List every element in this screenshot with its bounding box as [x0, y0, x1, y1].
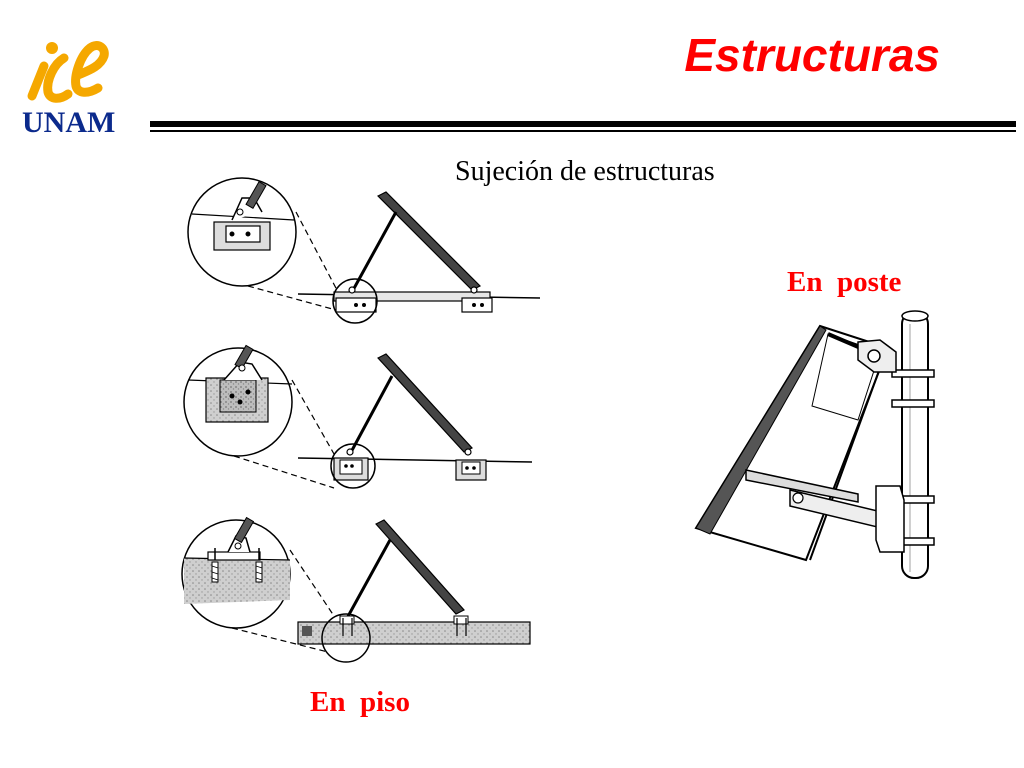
header-rule-thick — [150, 121, 1016, 127]
floor-mount-variant-1 — [187, 177, 541, 324]
iie-logo-icon — [27, 41, 109, 103]
floor-mount-variant-2 — [183, 344, 533, 489]
pole-mount-label: En poste — [787, 266, 902, 298]
slide-subtitle: Sujeción de estructuras — [455, 156, 715, 187]
page-title: Estructuras — [684, 29, 940, 81]
floor-mount-variant-3 — [181, 516, 531, 663]
floor-mount-label: En piso — [310, 686, 410, 718]
logo-text: UNAM — [22, 106, 116, 139]
header-rule-thin — [150, 130, 1016, 132]
